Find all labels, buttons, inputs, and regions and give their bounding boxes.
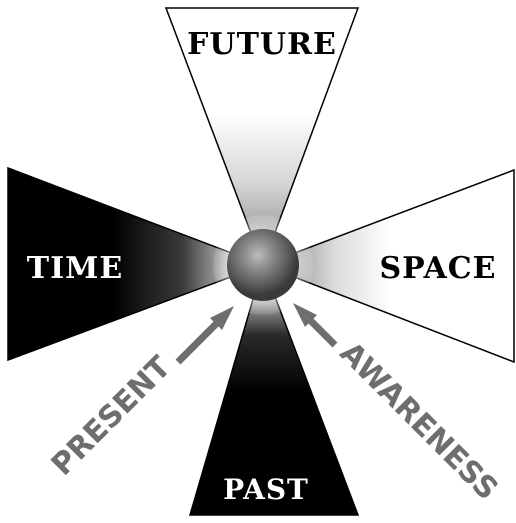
center-sphere xyxy=(227,229,299,301)
present-label: PRESENT xyxy=(45,349,178,482)
time-label: TIME xyxy=(27,251,123,286)
present-arrow-shaft xyxy=(178,318,222,362)
future-label: FUTURE xyxy=(187,27,337,62)
past-label: PAST xyxy=(223,473,309,506)
awareness-label: AWARENESS xyxy=(333,335,505,507)
space-label: SPACE xyxy=(379,251,496,286)
